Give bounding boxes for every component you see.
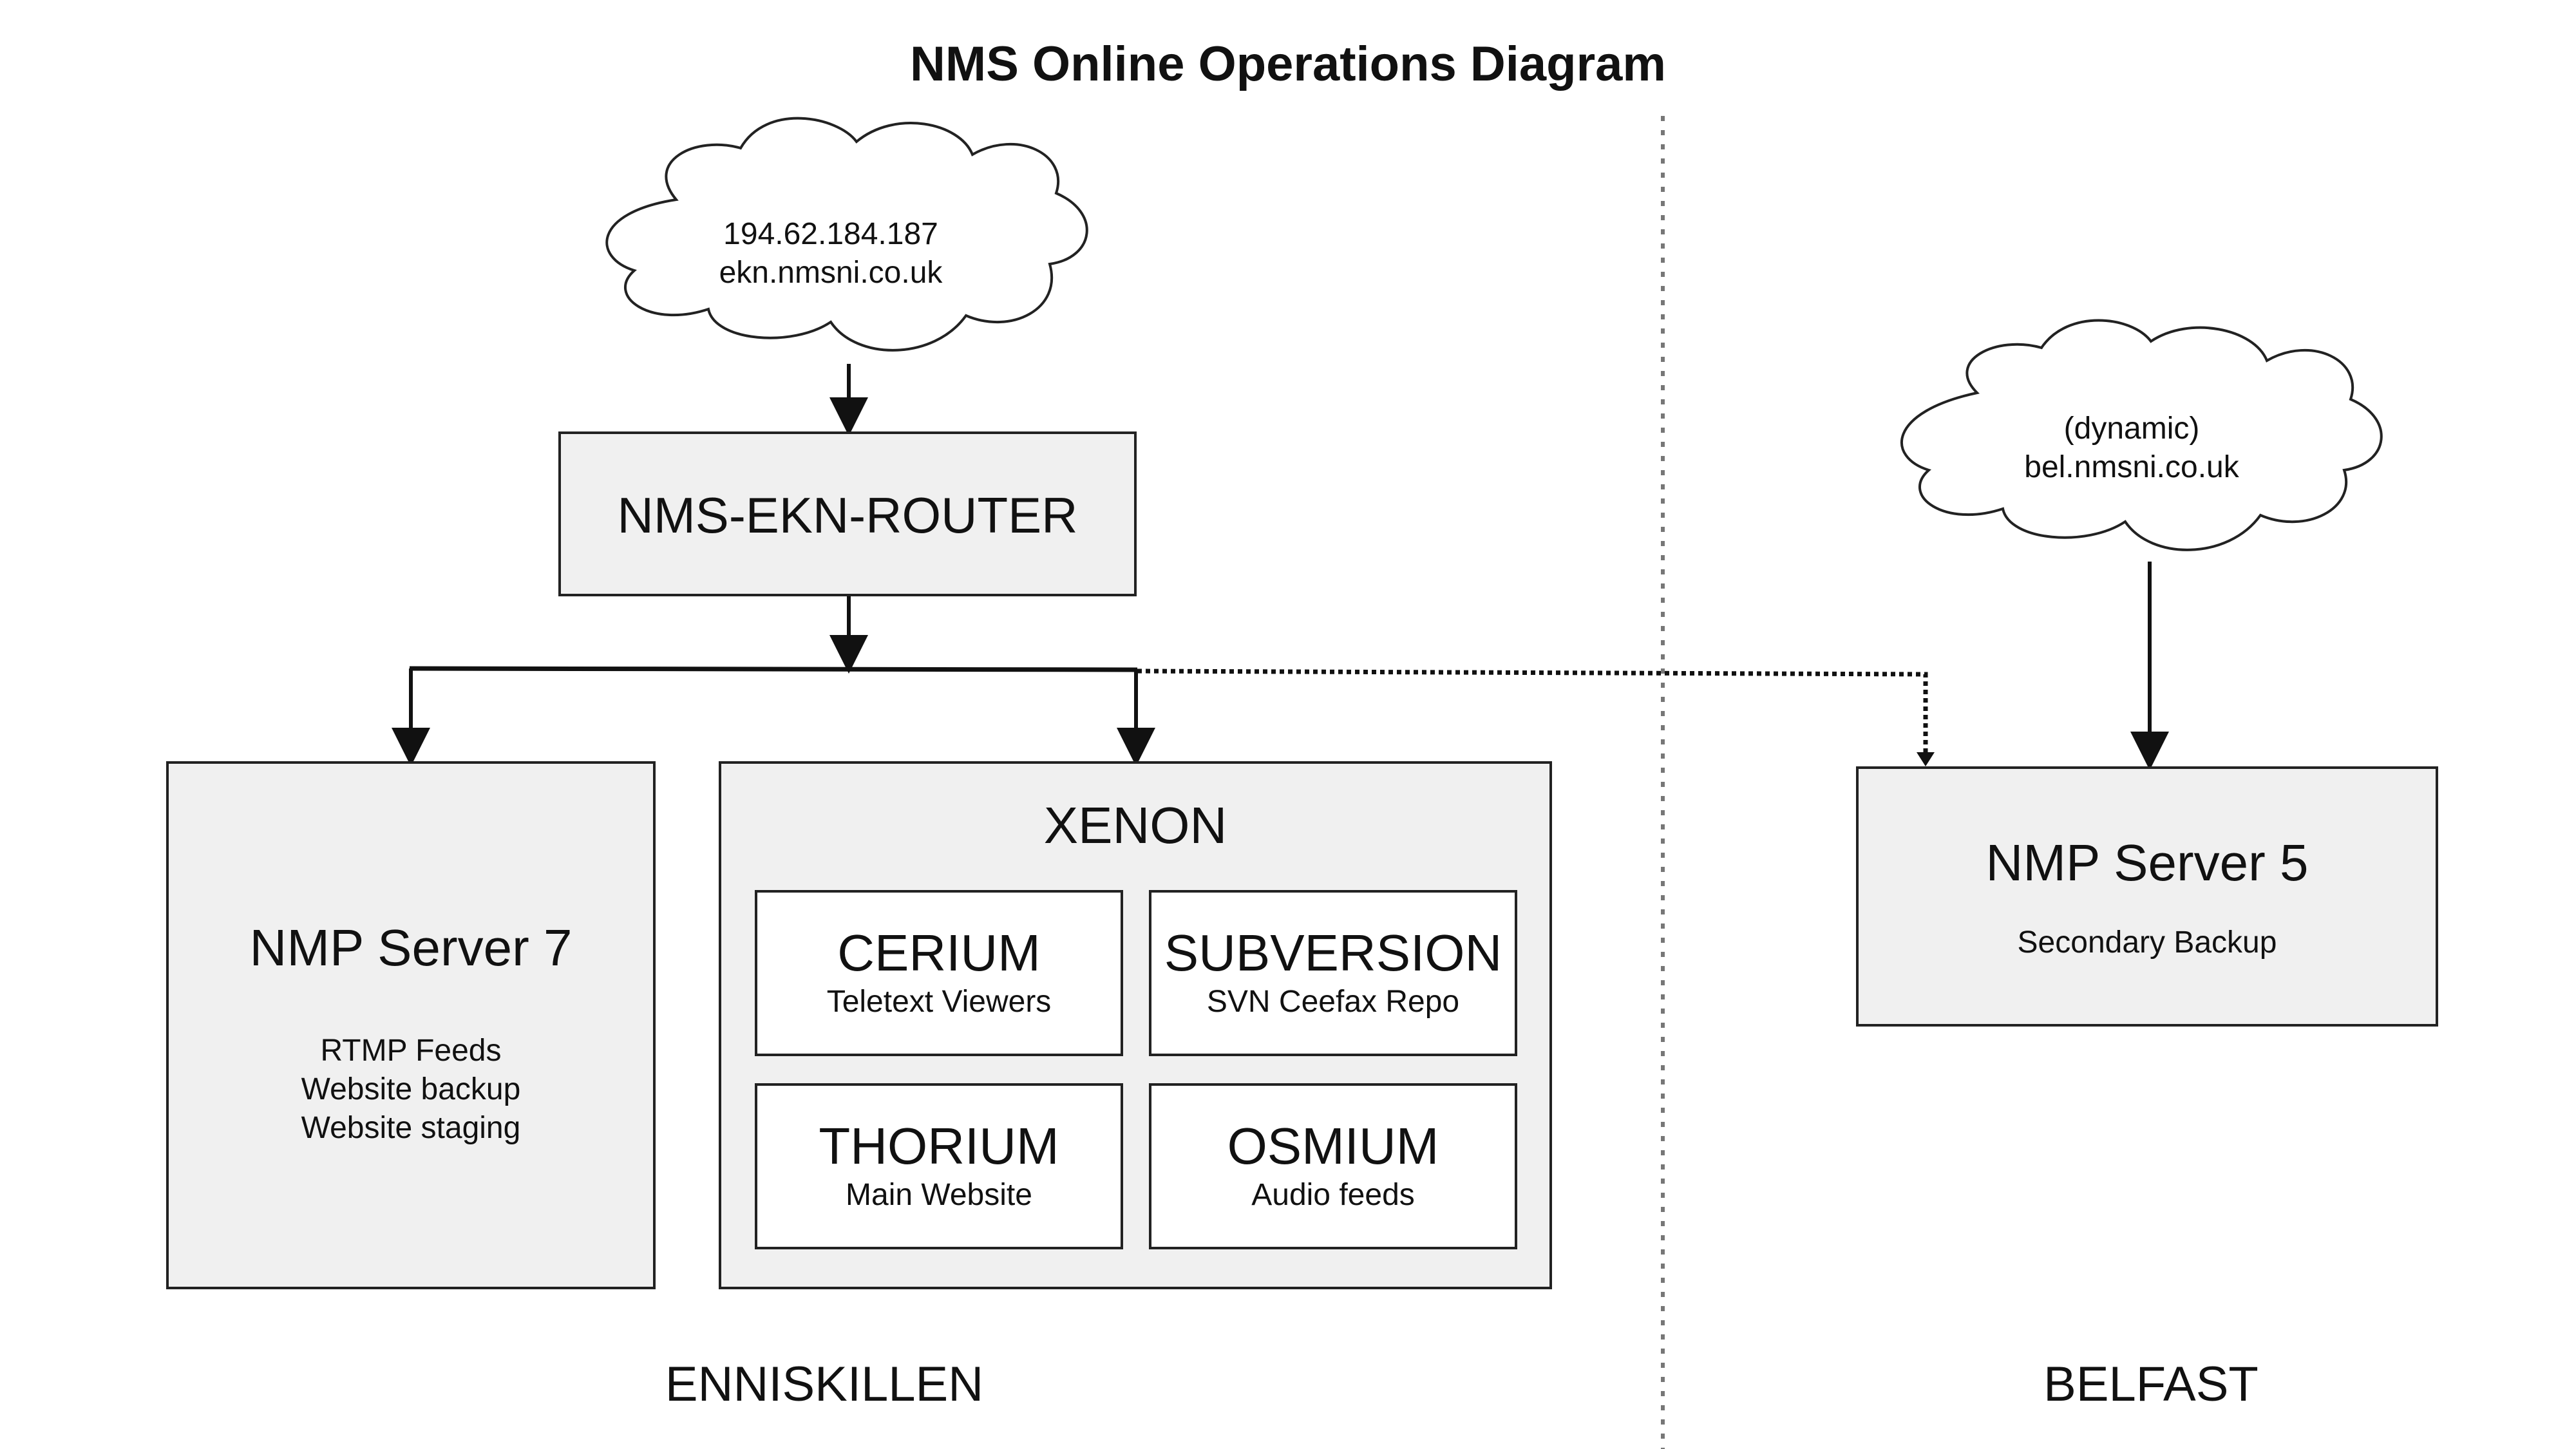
- server7-notes: RTMP Feeds Website backup Website stagin…: [169, 1032, 653, 1148]
- internet-cloud-enniskillen: [605, 117, 1088, 352]
- diagram-title: NMS Online Operations Diagram: [910, 37, 1666, 91]
- thorium-name: THORIUM: [819, 1117, 1059, 1175]
- xenon-node-cerium: CERIUM Teletext Viewers: [755, 890, 1123, 1056]
- xenon-node-osmium: OSMIUM Audio feeds: [1149, 1083, 1517, 1249]
- xenon-node-subversion: SUBVERSION SVN Ceefax Repo: [1149, 890, 1517, 1056]
- cloud-belfast-host: bel.nmsni.co.uk: [2024, 450, 2239, 484]
- region-label-belfast: BELFAST: [2043, 1357, 2259, 1412]
- server7-note-2: Website backup: [301, 1072, 521, 1106]
- region-label-enniskillen: ENNISKILLEN: [665, 1357, 984, 1412]
- server7-note-1: RTMP Feeds: [320, 1034, 502, 1068]
- bus-enniskillen: [409, 666, 1138, 672]
- internet-cloud-belfast: [1900, 319, 2383, 551]
- router-label: NMS-EKN-ROUTER: [617, 487, 1078, 544]
- cloud-enniskillen-label: 194.62.184.187 ekn.nmsni.co.uk: [702, 215, 960, 292]
- thorium-role: Main Website: [846, 1178, 1032, 1212]
- link-dotted-to-server5: [1137, 668, 1928, 764]
- cloud-belfast-ip: (dynamic): [2063, 412, 2200, 446]
- osmium-role: Audio feeds: [1251, 1178, 1415, 1212]
- subversion-role: SVN Ceefax Repo: [1206, 985, 1460, 1019]
- server7-note-3: Website staging: [301, 1111, 521, 1145]
- cerium-name: CERIUM: [837, 924, 1041, 981]
- subversion-name: SUBVERSION: [1164, 924, 1502, 981]
- cerium-role: Teletext Viewers: [826, 985, 1052, 1019]
- server7-label: NMP Server 7: [249, 919, 573, 976]
- server5-box: NMP Server 5 Secondary Backup: [1856, 766, 2438, 1027]
- cloud-enniskillen-ip: 194.62.184.187: [723, 217, 938, 251]
- osmium-name: OSMIUM: [1227, 1117, 1439, 1175]
- cloud-belfast-label: (dynamic) bel.nmsni.co.uk: [2003, 410, 2260, 487]
- cloud-enniskillen-host: ekn.nmsni.co.uk: [719, 256, 943, 290]
- server5-note: Secondary Backup: [2017, 925, 2277, 960]
- router-box: NMS-EKN-ROUTER: [558, 431, 1137, 596]
- xenon-node-thorium: THORIUM Main Website: [755, 1083, 1123, 1249]
- xenon-box: XENON CERIUM Teletext Viewers SUBVERSION…: [719, 761, 1552, 1289]
- server5-label: NMP Server 5: [1985, 834, 2309, 891]
- arrowhead-server5-dotted: [1917, 752, 1935, 766]
- server7-box: NMP Server 7 RTMP Feeds Website backup W…: [166, 761, 656, 1289]
- xenon-label: XENON: [1043, 797, 1227, 854]
